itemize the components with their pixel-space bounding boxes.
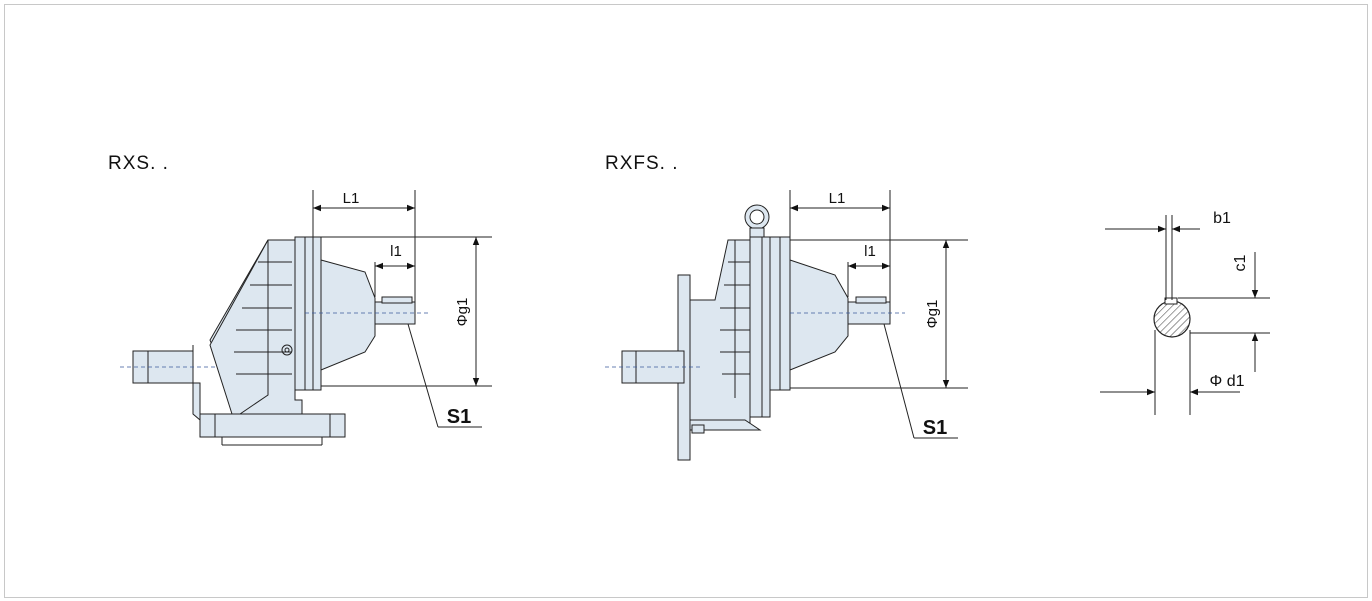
rxfs-gearbox — [605, 204, 905, 461]
rxs-g1-label: Φg1 — [454, 298, 471, 327]
rxs-title: RXS. . — [108, 153, 169, 174]
rxs-gearbox — [120, 236, 430, 446]
drawing-frame — [4, 4, 1368, 598]
rxfs-title: RXFS. . — [605, 153, 679, 174]
rxfs-S1-label: S1 — [923, 417, 947, 439]
shaft-cross-section — [1100, 215, 1270, 415]
rxs-dimensions — [312, 190, 492, 428]
rxfs-housing — [689, 239, 751, 431]
shaft-section-circle — [1153, 300, 1191, 338]
b1-label: b1 — [1213, 210, 1231, 227]
d1-label: Φ d1 — [1209, 373, 1244, 390]
rxfs-g1-label: Φg1 — [924, 300, 941, 329]
rxs-S1-label: S1 — [447, 406, 471, 428]
c1-label: c1 — [1232, 254, 1249, 271]
rxfs-l1-label: l1 — [864, 243, 876, 260]
rxs-output-shaft — [374, 301, 416, 325]
rxs-l1-label: l1 — [390, 243, 402, 260]
rxfs-L1-label: L1 — [829, 190, 846, 207]
rxfs-dimensions — [789, 190, 968, 439]
rxfs-input-shaft — [621, 350, 685, 384]
rxs-L1-label: L1 — [343, 190, 360, 207]
